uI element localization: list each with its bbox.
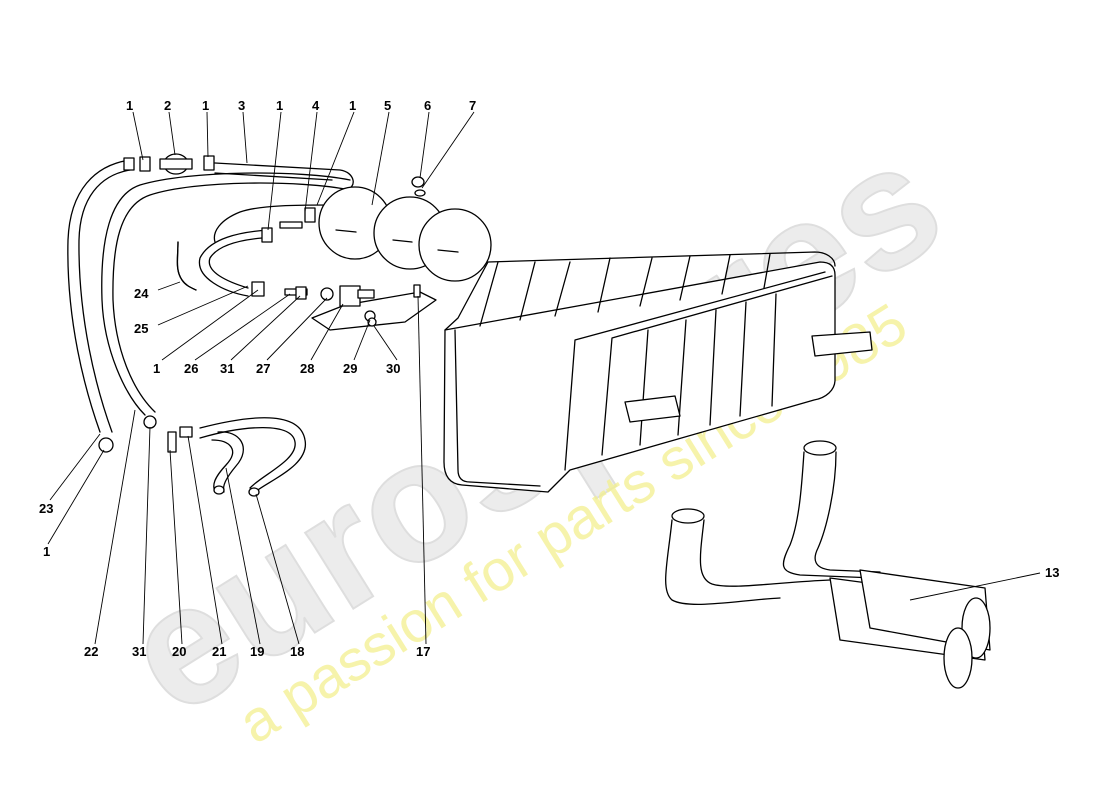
callout-3: 3 — [238, 98, 245, 113]
exhaust-pipe-13 — [665, 440, 991, 689]
callout-21: 21 — [212, 644, 226, 659]
callout-4: 4 — [312, 98, 320, 113]
callout-25: 25 — [134, 321, 148, 336]
leader-lines — [47, 111, 1041, 645]
callouts: 1 2 1 3 1 4 1 5 6 7 24 25 1 26 31 27 28 … — [39, 98, 1059, 659]
callout-1: 1 — [126, 98, 133, 113]
callout-31: 31 — [220, 361, 234, 376]
callout-1: 1 — [276, 98, 283, 113]
corrugated-hose-24 — [176, 241, 197, 291]
callout-1: 1 — [43, 544, 50, 559]
callout-1: 1 — [202, 98, 209, 113]
fittings — [98, 153, 426, 453]
callout-17: 17 — [416, 644, 430, 659]
callout-27: 27 — [256, 361, 270, 376]
expansion-spheres — [318, 186, 492, 282]
callout-7: 7 — [469, 98, 476, 113]
callout-28: 28 — [300, 361, 314, 376]
callout-26: 26 — [184, 361, 198, 376]
callout-18: 18 — [290, 644, 304, 659]
callout-6: 6 — [424, 98, 431, 113]
fuel-tank — [443, 251, 873, 493]
callout-13: 13 — [1045, 565, 1059, 580]
callout-2: 2 — [164, 98, 171, 113]
callout-5: 5 — [384, 98, 391, 113]
callout-1: 1 — [349, 98, 356, 113]
bracket-assembly — [311, 284, 437, 331]
callout-24: 24 — [134, 286, 149, 301]
callout-29: 29 — [343, 361, 357, 376]
callout-31: 31 — [132, 644, 146, 659]
callout-1: 1 — [153, 361, 160, 376]
callout-19: 19 — [250, 644, 264, 659]
callout-20: 20 — [172, 644, 186, 659]
callout-22: 22 — [84, 644, 98, 659]
callout-23: 23 — [39, 501, 53, 516]
callout-30: 30 — [386, 361, 400, 376]
